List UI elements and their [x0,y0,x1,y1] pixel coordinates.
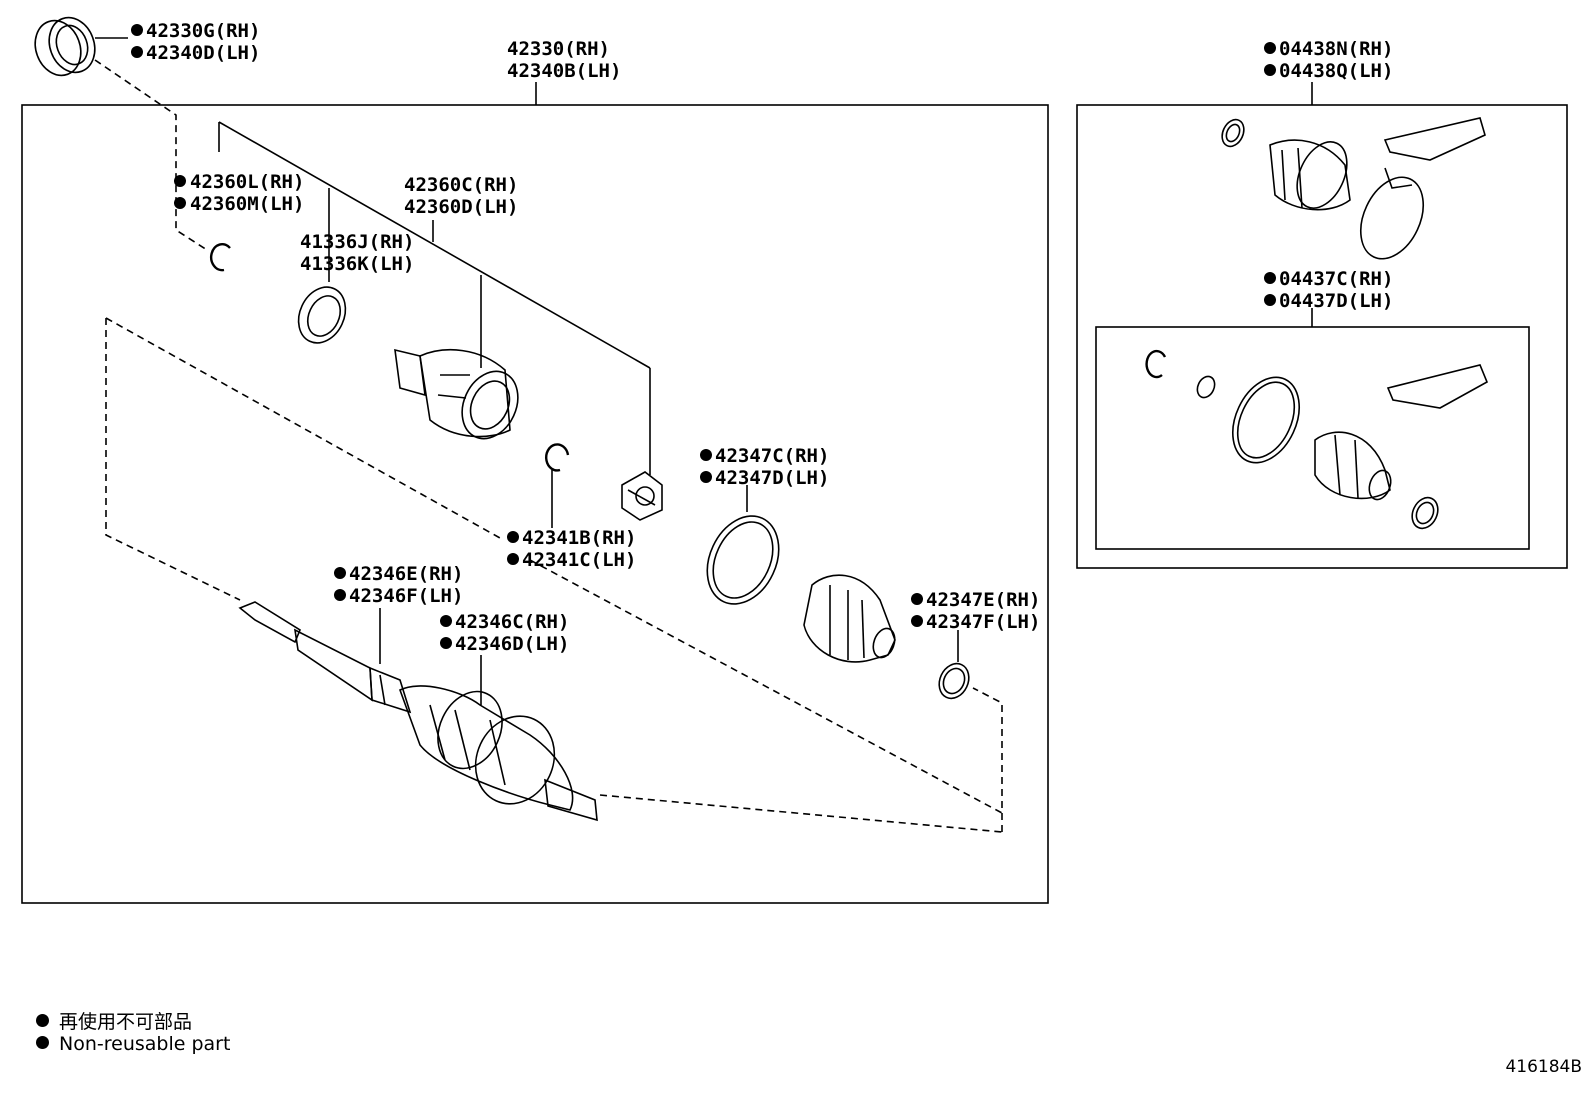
seal-icon [297,286,347,344]
boot-kit-frame [1076,104,1568,569]
bearing-icon [34,16,96,77]
label-inboard-joint-lh: 42360D(LH) [404,196,518,218]
boot-clamp-small-icon [938,662,970,700]
label-assembly-rh: 42330(RH) [507,38,610,60]
bullet-icon [36,1014,49,1027]
boot-clamp-large-icon [706,515,780,605]
inboard-joint-icon [394,348,519,440]
label-seal-rh: 41336J(RH) [300,231,414,253]
legend-japanese-text: 再使用不可部品 [59,1011,193,1033]
label-boot-kit-outboard-rh: 04438N(RH) [1279,38,1393,60]
label-bearing-lh: 42340D(LH) [146,42,260,64]
label-boot-kit-inboard-lh: 04437D(LH) [1279,290,1393,312]
label-inboard-joint-rh: 42360C(RH) [404,174,518,196]
label-snap-ring-mid-rh: 42341B(RH) [522,527,636,549]
legend-english-text: Non-reusable part [59,1033,231,1055]
legend-japanese: 再使用不可部品 [36,1007,192,1034]
label-outboard-clamp-lower-lh: 42346D(LH) [455,633,569,655]
label-boot-clamp-small-rh: 42347E(RH) [926,589,1040,611]
dashed-guides [94,59,1003,833]
drive-shaft-icon [238,601,598,822]
label-boot-clamp-small-lh: 42347F(LH) [926,611,1040,633]
label-outboard-clamp-upper-lh: 42346F(LH) [349,585,463,607]
snap-ring-small-icon [544,443,570,472]
figure-id: 416184B [1505,1057,1582,1077]
label-snap-ring-top-rh: 42360L(RH) [190,171,304,193]
label-seal-lh: 41336K(LH) [300,253,414,275]
legend-english: Non-reusable part [36,1033,230,1055]
leader-lines [95,37,1313,705]
label-bearing-rh: 42330G(RH) [146,20,260,42]
inboard-boot-icon [803,574,896,663]
label-outboard-clamp-lower-rh: 42346C(RH) [455,611,569,633]
label-boot-clamp-large-rh: 42347C(RH) [715,445,829,467]
bullet-icon [36,1036,49,1049]
label-outboard-clamp-upper-rh: 42346E(RH) [349,563,463,585]
label-assembly-lh: 42340B(LH) [507,60,621,82]
main-assembly-frame [21,104,1049,904]
label-snap-ring-top-lh: 42360M(LH) [190,193,304,215]
label-boot-clamp-large-lh: 42347D(LH) [715,467,829,489]
boot-kit-inboard-parts [1145,349,1489,530]
label-snap-ring-mid-lh: 42341C(LH) [522,549,636,571]
snap-ring-icon [210,243,231,272]
label-boot-kit-outboard-lh: 04438Q(LH) [1279,60,1393,82]
tripod-icon [621,471,663,521]
boot-kit-inner-frame [1095,326,1530,550]
label-boot-kit-inboard-rh: 04437C(RH) [1279,268,1393,290]
nonreusable-bullets [131,24,1276,649]
boot-kit-outboard-parts [1221,117,1486,260]
